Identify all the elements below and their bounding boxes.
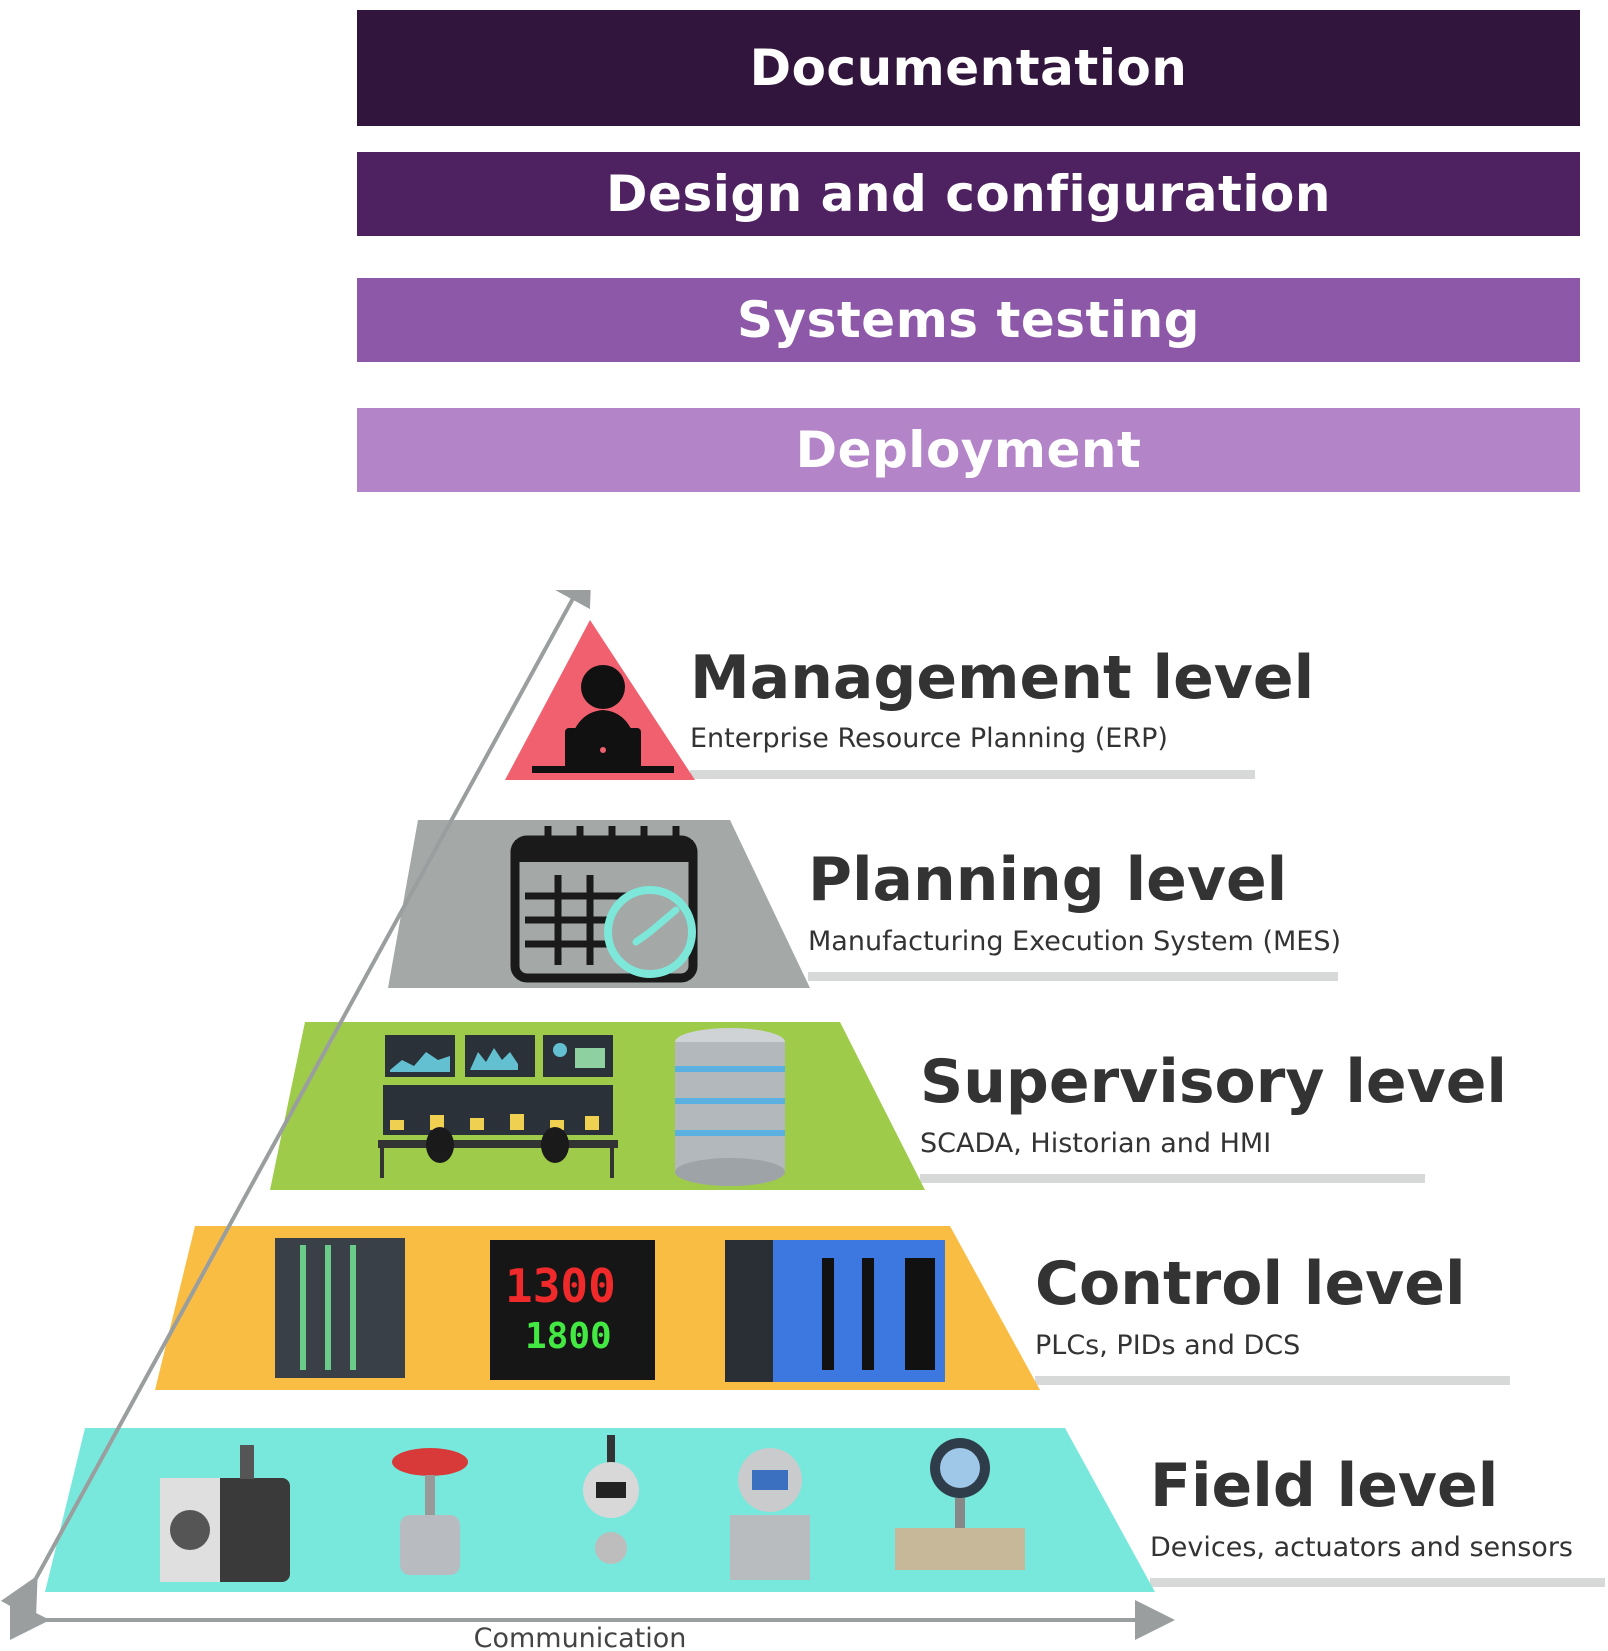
svg-text:1300: 1300 (505, 1259, 616, 1313)
automation-pyramid-diagram: 1300 1800 Managemen (0, 590, 1605, 1651)
phase-bar-deployment: Deployment (357, 408, 1580, 492)
plc-icon (275, 1238, 405, 1378)
level-title-planning: Planning level (808, 845, 1287, 915)
svg-text:1800: 1800 (525, 1316, 612, 1357)
level-subtitle-field: Devices, actuators and sensors (1150, 1532, 1573, 1563)
underline-management (690, 770, 1255, 779)
transmitter-icon (583, 1435, 639, 1564)
phase-bar-systems-testing: Systems testing (357, 278, 1580, 362)
hierarchy-arrow (0, 590, 592, 1621)
level-title-field: Field level (1150, 1451, 1498, 1521)
level-subtitle-planning: Manufacturing Execution System (MES) (808, 926, 1341, 957)
phase-bar-documentation: Documentation (357, 10, 1580, 126)
phase-bar-design-configuration: Design and configuration (357, 152, 1580, 236)
pid-controller-icon: 1300 1800 (490, 1240, 655, 1380)
underline-field (1150, 1578, 1605, 1587)
level-subtitle-management: Enterprise Resource Planning (ERP) (690, 723, 1168, 754)
flow-meter-icon (895, 1438, 1025, 1570)
pressure-transmitter-icon (730, 1448, 810, 1580)
underline-supervisory (920, 1174, 1425, 1183)
underline-control (1035, 1376, 1510, 1385)
level-title-control: Control level (1035, 1249, 1466, 1319)
level-subtitle-control: PLCs, PIDs and DCS (1035, 1330, 1300, 1361)
level-title-management: Management level (690, 643, 1314, 713)
database-icon (675, 1028, 785, 1186)
communication-axis-label: Communication (474, 1623, 687, 1651)
level-title-supervisory: Supervisory level (920, 1047, 1507, 1117)
level-subtitle-supervisory: SCADA, Historian and HMI (920, 1128, 1271, 1159)
underline-planning (808, 972, 1338, 981)
dcs-icon (725, 1240, 945, 1382)
